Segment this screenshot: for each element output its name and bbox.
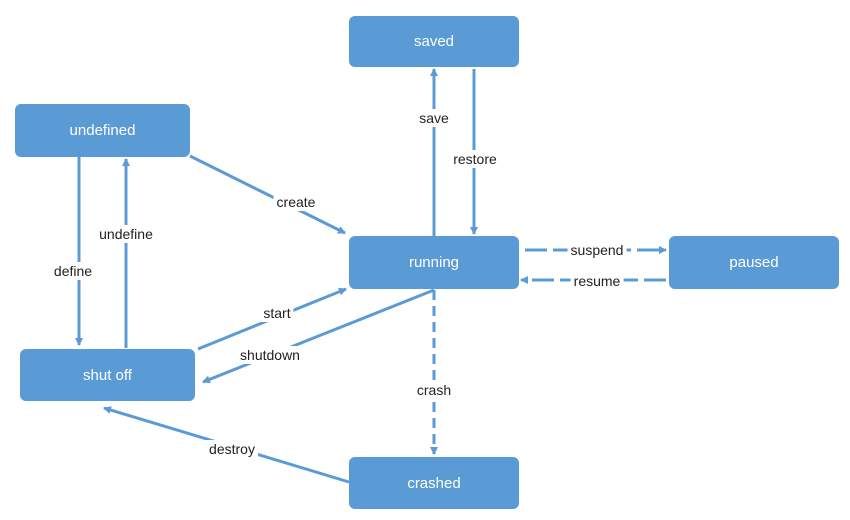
label-define: define: [50, 262, 96, 280]
label-undefine: undefine: [96, 225, 156, 243]
label-start: start: [260, 304, 294, 322]
label-resume: resume: [570, 272, 624, 290]
arrow-shutdown: [202, 288, 435, 384]
label-shutdown: shutdown: [237, 346, 303, 364]
state-paused: paused: [669, 236, 839, 289]
label-save: save: [416, 109, 452, 127]
label-restore: restore: [450, 150, 500, 168]
state-shut-off: shut off: [20, 349, 195, 401]
label-suspend: suspend: [567, 241, 627, 259]
state-running: running: [349, 236, 519, 289]
label-create: create: [273, 193, 319, 211]
state-saved: saved: [349, 16, 519, 67]
label-crash: crash: [413, 381, 455, 399]
label-destroy: destroy: [206, 440, 258, 458]
state-undefined: undefined: [15, 104, 190, 157]
state-crashed: crashed: [349, 457, 519, 509]
arrow-create: [189, 154, 346, 235]
